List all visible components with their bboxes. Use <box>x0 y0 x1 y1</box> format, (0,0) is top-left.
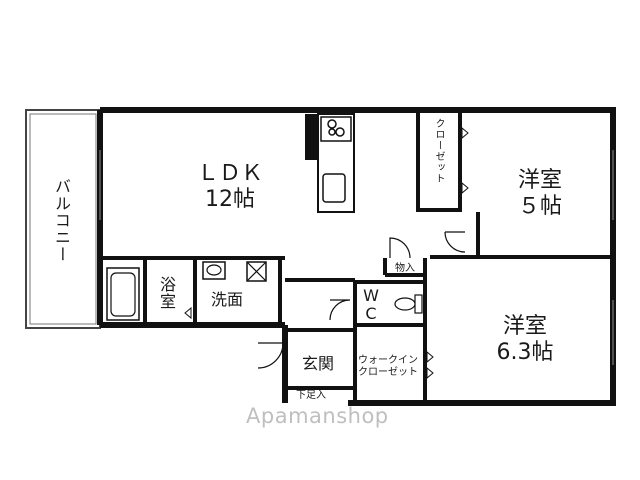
walkin-line2: クローゼット <box>358 367 418 378</box>
walkin-closet-label: ウォークイン クローゼット <box>358 355 418 379</box>
western-room-1-size: ５帖 <box>517 194 562 219</box>
ldk-size: 12帖 <box>205 187 255 212</box>
shoe-box-label: 下足入 <box>296 390 326 401</box>
washroom-label: 洗面 <box>211 290 244 309</box>
door-swings <box>257 231 466 369</box>
western-room-1-label: 洋室 ５帖 <box>505 170 575 218</box>
western-room-2-size: 6.3帖 <box>496 340 554 365</box>
bath-label: 浴室 <box>157 276 176 310</box>
windows <box>99 150 614 365</box>
bathtub <box>106 267 140 321</box>
washing-machine-space <box>246 261 267 282</box>
western-room-2-label: 洋室 6.3帖 <box>480 316 570 364</box>
balcony-area <box>25 109 101 329</box>
storage-label: 物入 <box>395 263 415 274</box>
ldk-name: ＬＤＫ <box>196 161 263 186</box>
interior-walls <box>100 110 613 403</box>
walkin-line1: ウォークイン <box>358 355 418 366</box>
closet-door-marks <box>184 126 469 380</box>
ldk-label: ＬＤＫ 12帖 <box>190 163 270 211</box>
western-room-1-name: 洋室 <box>517 168 562 193</box>
closet-label: クローゼット <box>433 118 444 184</box>
balcony-inner-line <box>29 113 97 325</box>
entrance-label: 玄関 <box>302 354 335 373</box>
kitchen-counter <box>305 113 355 213</box>
wash-basin <box>202 261 226 280</box>
balcony-label: バルコニー <box>52 178 71 263</box>
toilet <box>394 294 423 314</box>
western-room-2-name: 洋室 <box>502 314 547 339</box>
wc-line1: W <box>363 286 379 305</box>
wc-line2: C <box>365 304 377 323</box>
wc-label: W C <box>363 288 379 322</box>
watermark: Apamanshop <box>246 404 389 428</box>
